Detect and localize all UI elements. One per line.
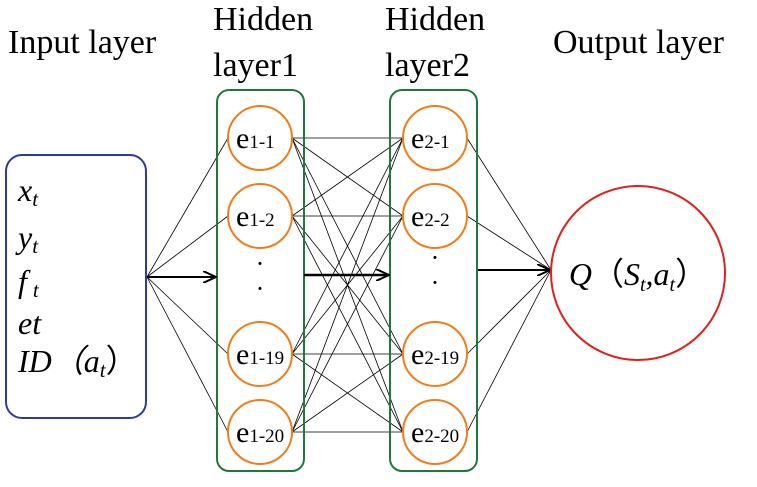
input-variable-name: ID（a xyxy=(17,343,100,379)
neuron-index: 2-1 xyxy=(424,132,449,153)
hidden-layer2-title-line2: layer2 xyxy=(385,47,470,84)
hidden1-neuron-2 xyxy=(227,183,293,249)
neuron-index: 1-2 xyxy=(249,210,274,231)
connection-lines xyxy=(146,137,552,433)
output-q: Q xyxy=(569,256,592,292)
output-neuron xyxy=(550,185,726,361)
neuron-index: 1-20 xyxy=(249,426,284,447)
neuron-symbol: e xyxy=(411,200,424,233)
input-variable-subscript: t xyxy=(32,187,39,211)
hidden-layer1-title-line1: Hidden xyxy=(213,1,313,38)
hidden2-neuron-4 xyxy=(402,399,468,465)
edge-h1-4-to-h2-3 xyxy=(291,353,404,433)
neuron-symbol: e xyxy=(236,200,249,233)
neuron-symbol: e xyxy=(411,122,424,155)
output-label: Q（St,at） xyxy=(569,256,707,296)
output-a: a xyxy=(654,256,670,292)
ellipsis-dots: ···· xyxy=(256,243,440,303)
hidden2-neuron-label-1: e2-1 xyxy=(411,122,450,155)
edge-h1-4-to-h2-1 xyxy=(291,137,404,433)
neuron-symbol: e xyxy=(236,338,249,371)
hidden-layer1-box xyxy=(216,89,305,472)
hidden1-neuron-label-3: e1-19 xyxy=(236,338,284,371)
ellipsis-dot-4: · xyxy=(431,268,440,297)
edge-input-to-h1-2 xyxy=(146,215,229,278)
neuron-symbol: e xyxy=(411,338,424,371)
neuron-index: 2-20 xyxy=(424,426,459,447)
input-variable-subscript: t xyxy=(32,234,39,258)
hidden1-neuron-1 xyxy=(227,105,293,171)
ellipsis-dot-1: · xyxy=(256,249,265,278)
edge-input-to-h1-3 xyxy=(146,276,229,355)
output-s-subscript: t xyxy=(640,274,646,296)
input-layer-title: Input layer xyxy=(8,24,157,61)
output-layer-title: Output layer xyxy=(553,24,725,61)
hidden-layer2-box xyxy=(389,89,478,472)
input-box xyxy=(5,154,147,419)
input-variable-5: ID（at） xyxy=(17,343,138,382)
neuron-symbol: e xyxy=(236,122,249,155)
edge-h2-1-to-output xyxy=(466,137,552,271)
input-variable-4: et xyxy=(18,305,42,341)
hidden2-neuron-1 xyxy=(402,105,468,171)
input-variable-name: x xyxy=(17,172,32,208)
input-variable-name: y xyxy=(15,219,33,255)
neuron-index: 1-19 xyxy=(249,348,284,369)
edge-h1-4-to-h2-2 xyxy=(291,215,404,433)
edge-input-to-h1-4 xyxy=(146,276,229,433)
edge-h1-2-to-h2-1 xyxy=(291,137,404,217)
edge-h2-4-to-output xyxy=(466,269,552,433)
hidden-layer2-title-line1: Hidden xyxy=(385,1,485,38)
hidden2-neuron-3 xyxy=(402,321,468,387)
input-variable-name: et xyxy=(18,305,42,341)
input-variable-2: yt xyxy=(15,219,39,258)
input-variable-close-paren: ） xyxy=(106,343,138,379)
hidden2-neuron-label-3: e2-19 xyxy=(411,338,459,371)
output-close-paren: ） xyxy=(675,256,707,292)
edge-h2-3-to-output xyxy=(466,269,552,355)
hidden2-neuron-label-4: e2-20 xyxy=(411,416,459,449)
ellipsis-dot-3: · xyxy=(431,243,440,272)
neuron-symbol: e xyxy=(236,416,249,449)
output-a-subscript: t xyxy=(670,274,676,296)
hidden1-neuron-4 xyxy=(227,399,293,465)
hidden1-neuron-label-4: e1-20 xyxy=(236,416,284,449)
input-variable-subscript: t xyxy=(33,278,40,302)
neuron-index: 2-19 xyxy=(424,348,459,369)
neuron-symbol: e xyxy=(411,416,424,449)
output-open-paren: （ xyxy=(592,256,624,292)
input-variable-1: xt xyxy=(17,172,39,211)
edge-h1-3-to-h2-1 xyxy=(291,137,404,355)
output-s: S xyxy=(624,256,640,292)
hidden1-neuron-label-1: e1-1 xyxy=(236,122,275,155)
hidden2-neuron-2 xyxy=(402,183,468,249)
neuron-index: 1-1 xyxy=(249,132,274,153)
hidden1-neuron-label-2: e1-2 xyxy=(236,200,275,233)
edge-h2-2-to-output xyxy=(466,215,552,271)
edge-input-to-h1-1 xyxy=(146,137,229,278)
output-comma: , xyxy=(646,256,654,292)
hidden1-neuron-3 xyxy=(227,321,293,387)
hidden-layer1-title-line2: layer1 xyxy=(213,47,298,84)
input-variable-subscript: t xyxy=(100,358,107,382)
neuron-index: 2-2 xyxy=(424,210,449,231)
ellipsis-dot-2: · xyxy=(256,274,265,303)
hidden2-neuron-label-2: e2-2 xyxy=(411,200,450,233)
